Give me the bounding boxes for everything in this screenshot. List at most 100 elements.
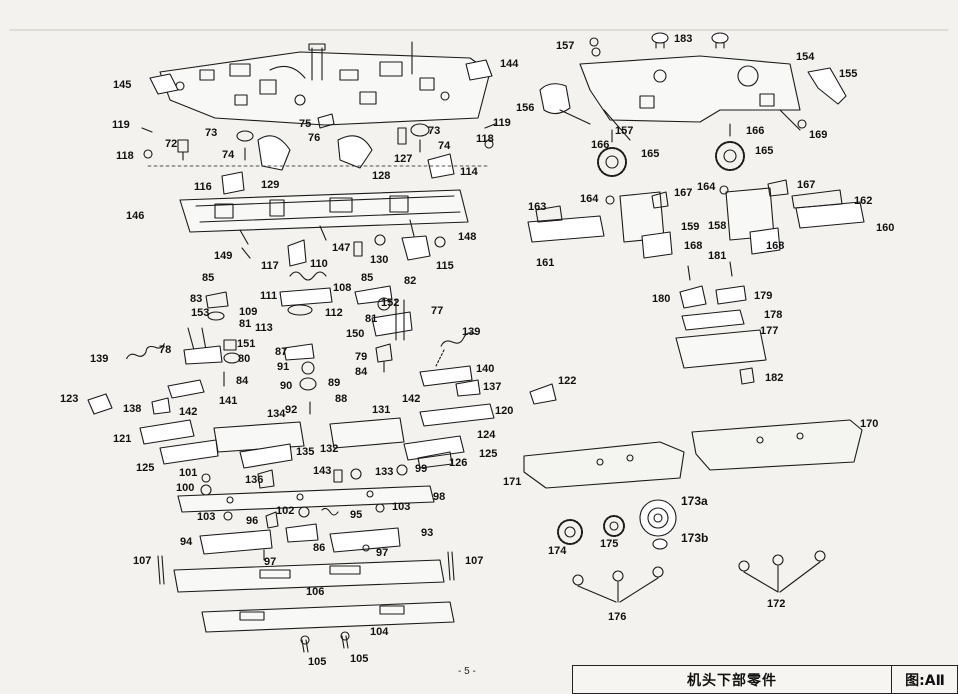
- part-number-callout: 74: [438, 140, 451, 152]
- part-number-callout: 77: [431, 305, 444, 317]
- part-number-callout: 157: [556, 40, 575, 52]
- part-number-callout: 105: [350, 653, 369, 665]
- rail-146: [179, 189, 469, 245]
- part-number-callout: 134: [267, 408, 286, 420]
- part-number-callout: 146: [126, 210, 145, 222]
- part-number-callout: 179: [754, 290, 773, 302]
- part-number-callout: 114: [460, 166, 478, 178]
- part-number-callout: 103: [197, 511, 216, 523]
- part-number-callout: 173a: [681, 494, 708, 508]
- part-number-callout: 172: [767, 598, 786, 610]
- part-number-callout: 104: [370, 626, 389, 638]
- part-number-callout: 120: [495, 405, 514, 417]
- part-number-callout: 139: [90, 353, 109, 365]
- part-number-callout: 115: [436, 260, 454, 272]
- lever-rows: [87, 365, 557, 496]
- part-number-callout: 118: [476, 133, 494, 145]
- part-number-callout: 101: [179, 467, 198, 479]
- part-number-callout: 125: [136, 462, 155, 474]
- part-number-callout: 147: [332, 242, 351, 254]
- part-number-callout: 91: [277, 361, 290, 373]
- part-number-callout: 154: [796, 51, 815, 63]
- part-number-callout: 118: [116, 150, 134, 162]
- part-number-callout: 171: [503, 476, 522, 488]
- part-number-callout: 151: [237, 338, 256, 350]
- part-number-callout: 139: [462, 326, 481, 338]
- part-number-callout: 123: [60, 393, 79, 405]
- part-number-callout: 84: [236, 375, 249, 387]
- part-number-callout: 73: [428, 125, 441, 137]
- part-number-callout: 141: [219, 395, 238, 407]
- part-number-callout: 93: [421, 527, 434, 539]
- part-number-callout: 128: [372, 170, 391, 182]
- part-number-callout: 90: [280, 380, 293, 392]
- part-number-callout: 173b: [681, 531, 709, 545]
- part-number-callout: 182: [765, 372, 784, 384]
- part-number-callout: 103: [392, 501, 411, 513]
- spring-139-left: [126, 343, 165, 360]
- part-number-callout: 83: [190, 293, 203, 305]
- part-number-callout: 160: [876, 222, 895, 234]
- part-number-callout: 176: [608, 611, 627, 623]
- part-number-callout: 167: [674, 187, 693, 199]
- part-number-callout: 131: [372, 404, 391, 416]
- bracket-145: [149, 73, 179, 95]
- bracket-154: [579, 32, 801, 141]
- part-number-callout: 75: [299, 118, 312, 130]
- part-number-callout: 113: [255, 322, 273, 334]
- part-number-callout: 162: [854, 195, 873, 207]
- part-number-callout: 180: [652, 293, 671, 305]
- part-number-callout: 110: [310, 258, 328, 270]
- part-number-callout: 145: [113, 79, 132, 91]
- part-number-callout: 150: [346, 328, 365, 340]
- part-number-callout: 152: [381, 297, 400, 309]
- part-number-callout: 161: [536, 257, 555, 269]
- part-number-callout: 126: [449, 457, 468, 469]
- part-number-callout: 80: [238, 353, 251, 365]
- part-number-callout: 129: [261, 179, 280, 191]
- part-number-callout: 155: [839, 68, 858, 80]
- part-number-callout: 89: [328, 377, 341, 389]
- part-number-callout: 166: [591, 139, 610, 151]
- part-number-callout: 105: [308, 656, 327, 668]
- part-number-callout: 132: [320, 443, 339, 455]
- part-number-callout: 99: [415, 463, 428, 475]
- part-number-callout: 119: [112, 119, 130, 131]
- part-number-callout: 142: [402, 393, 421, 405]
- part-number-callout: 95: [350, 509, 363, 521]
- gears-173-175: [557, 499, 677, 550]
- part-number-callout: 174: [548, 545, 567, 557]
- part-number-callout: 175: [600, 538, 619, 550]
- part-number-callout: 157: [615, 125, 634, 137]
- part-number-callout: 78: [159, 344, 172, 356]
- part-156: [539, 83, 591, 125]
- part-number-callout: 85: [361, 272, 374, 284]
- brackets-159-158: [527, 179, 865, 259]
- part-number-callout: 143: [313, 465, 332, 477]
- part-number-callout: 108: [333, 282, 352, 294]
- part-number-callout: 170: [860, 418, 879, 430]
- spring-139-right: [435, 332, 476, 367]
- part-number-callout: 87: [275, 346, 288, 358]
- part-number-callout: 181: [708, 250, 727, 262]
- mid-components: [183, 234, 446, 415]
- part-number-callout: 102: [276, 505, 295, 517]
- top-plate: [159, 41, 491, 126]
- bar-98: [177, 485, 435, 513]
- part-number-callout: 159: [681, 221, 700, 233]
- part-number-callout: 98: [433, 491, 446, 503]
- part-number-callout: 148: [458, 231, 477, 243]
- part-number-callout: 107: [465, 555, 484, 567]
- part-number-callout: 117: [261, 260, 279, 272]
- part-number-callout: 165: [641, 148, 660, 160]
- drawing-title: 机头下部零件: [573, 666, 892, 693]
- part-number-callout: 165: [755, 145, 774, 157]
- part-number-callout: 84: [355, 366, 368, 378]
- part-number-callout: 133: [375, 466, 394, 478]
- plates-171-170: [523, 419, 863, 489]
- part-number-callout: 144: [500, 58, 519, 70]
- part-number-callout: 167: [797, 179, 816, 191]
- part-number-callout: 81: [239, 318, 252, 330]
- part-number-callout: 164: [580, 193, 599, 205]
